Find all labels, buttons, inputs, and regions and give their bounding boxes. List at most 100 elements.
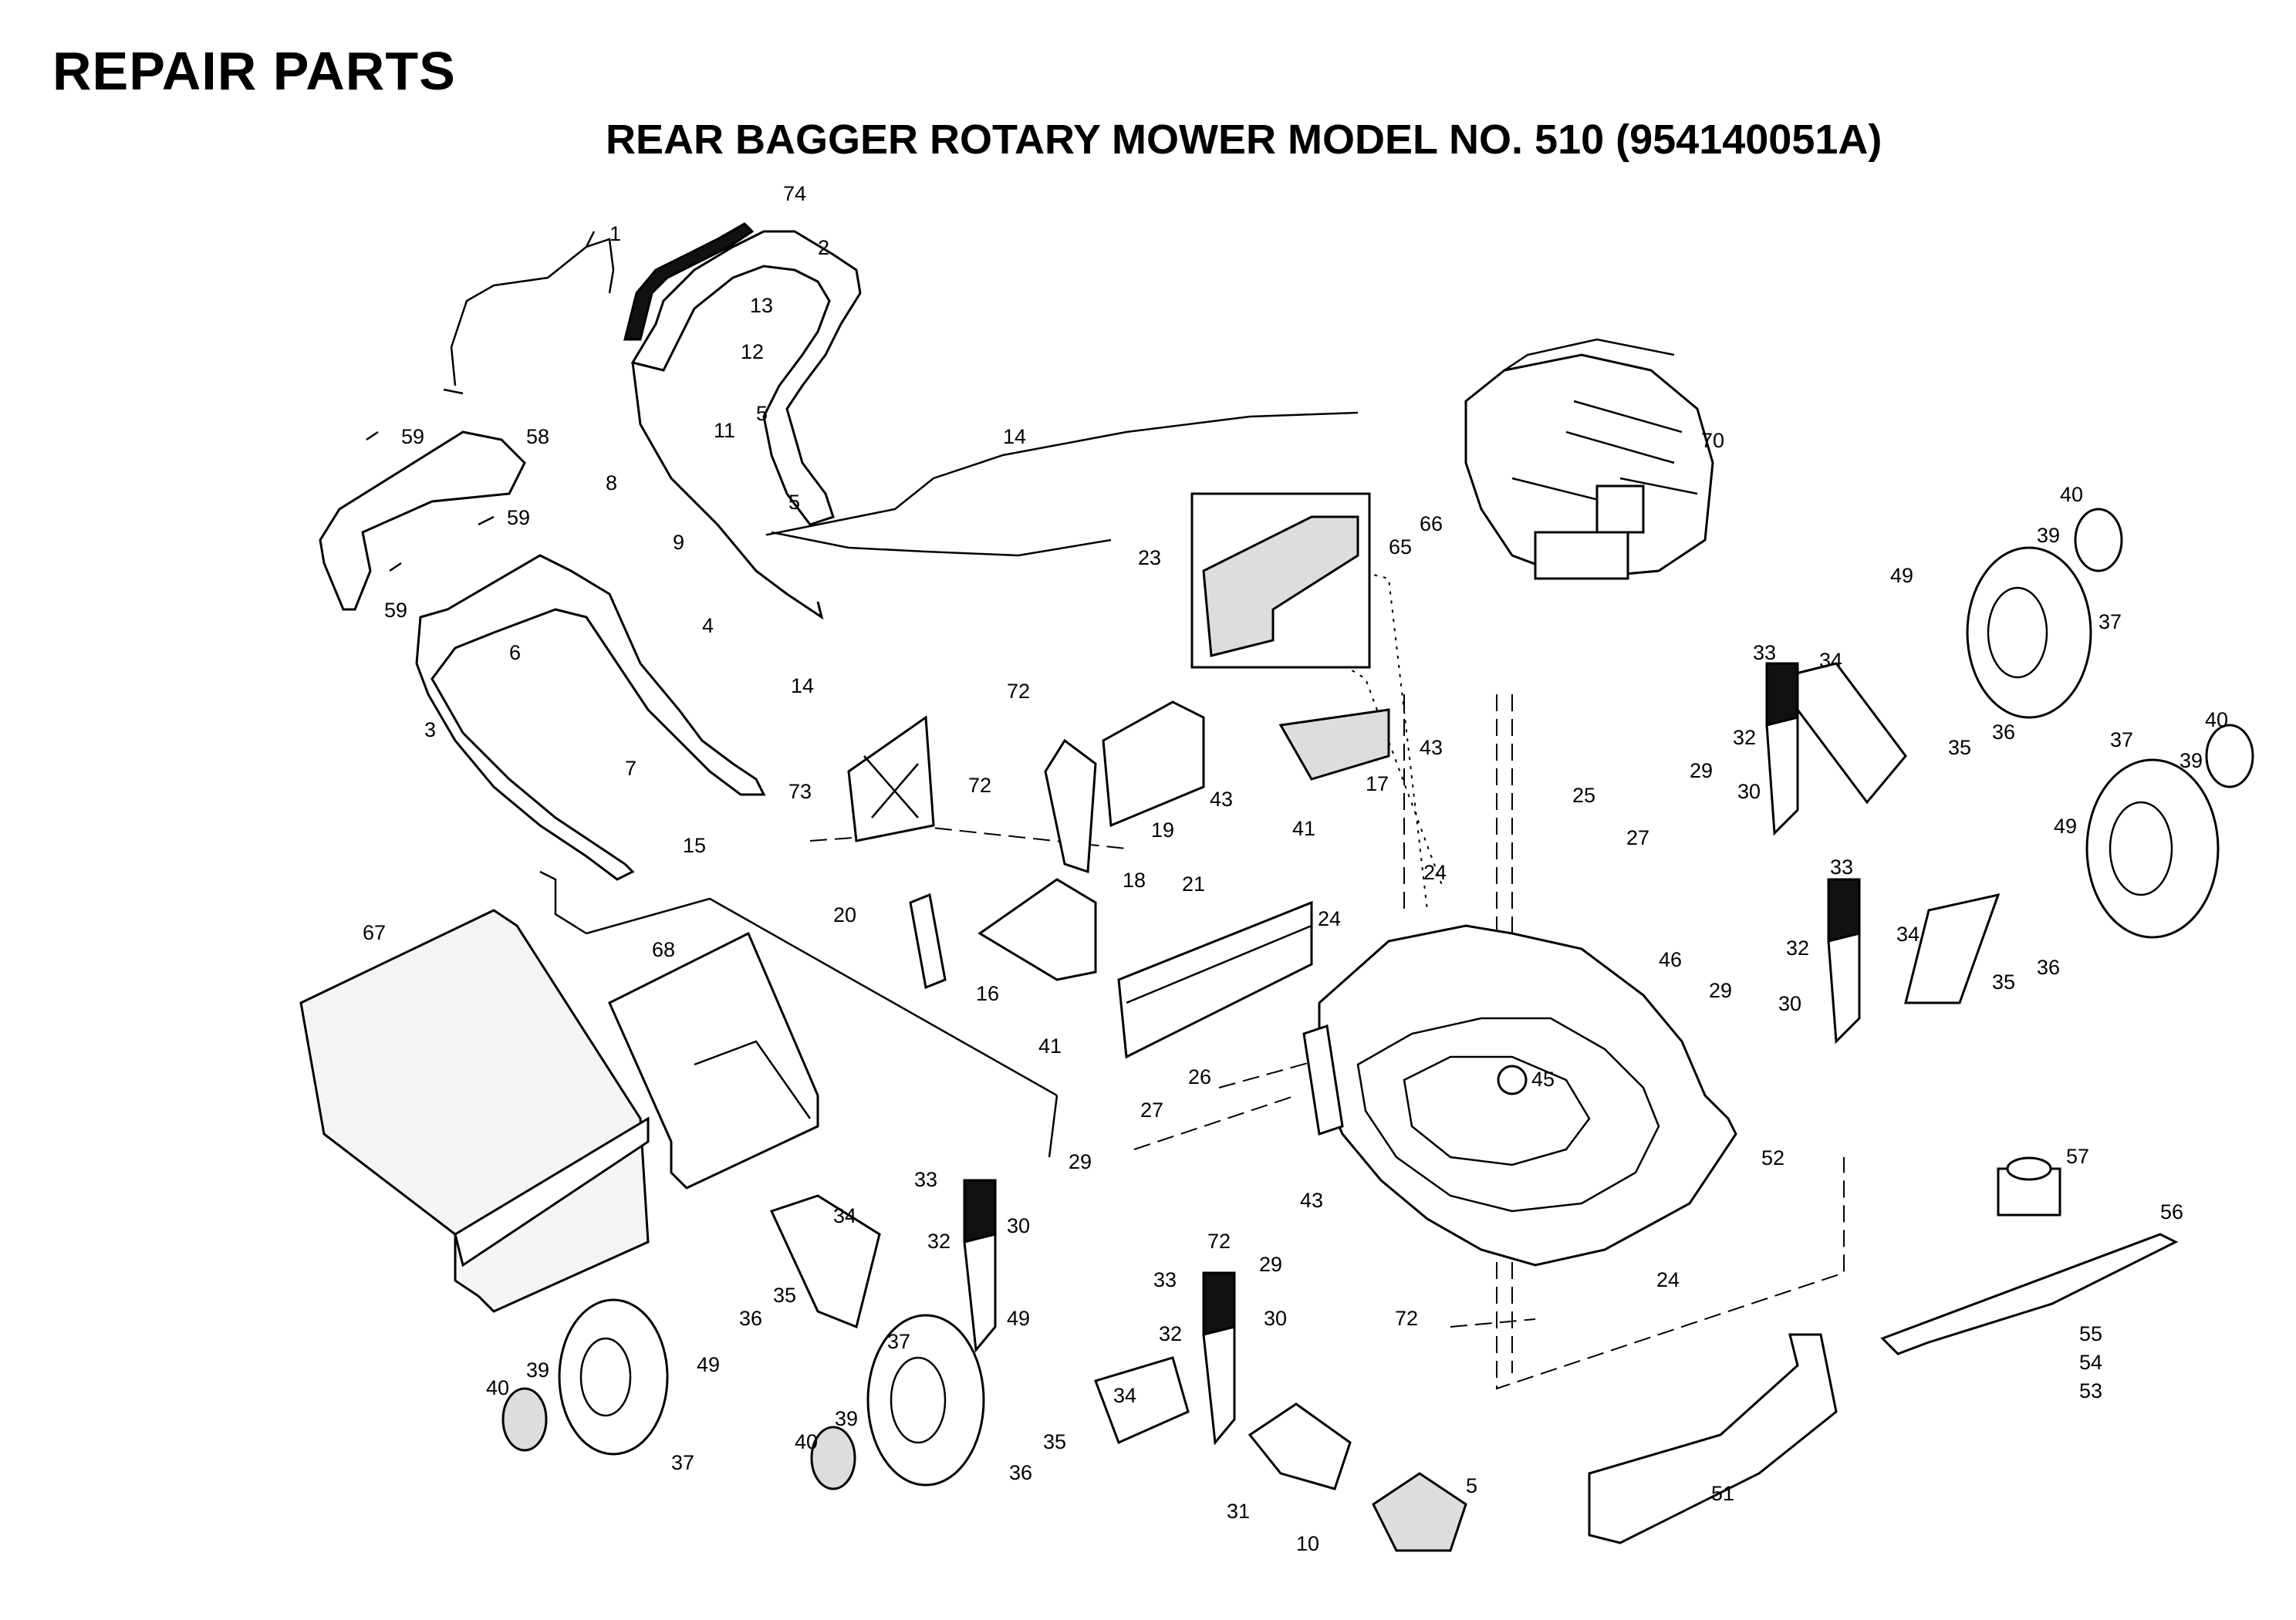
callout-7: 7 bbox=[625, 757, 636, 780]
callout-53: 53 bbox=[2079, 1379, 2102, 1402]
callout-54: 54 bbox=[2079, 1351, 2102, 1374]
callout-31: 31 bbox=[1227, 1500, 1250, 1523]
callout-41b: 41 bbox=[1038, 1034, 1062, 1058]
callout-23: 23 bbox=[1138, 546, 1161, 569]
callout-10: 10 bbox=[1296, 1532, 1319, 1555]
callout-25: 25 bbox=[1572, 784, 1595, 807]
callout-66: 66 bbox=[1420, 512, 1443, 535]
mower-deck bbox=[1302, 924, 1737, 1267]
callout-labels: 1 74 2 13 12 11 5 14 58 59 59 8 9 5 59 6… bbox=[363, 182, 2228, 1555]
callout-18: 18 bbox=[1123, 869, 1146, 892]
callout-11: 11 bbox=[714, 419, 735, 442]
callout-72b: 72 bbox=[968, 774, 991, 797]
callout-59c: 59 bbox=[384, 599, 407, 622]
callout-33c: 33 bbox=[914, 1168, 937, 1191]
wheel-37-mid bbox=[866, 1314, 985, 1487]
callout-68: 68 bbox=[652, 938, 675, 961]
callout-14a: 14 bbox=[1003, 425, 1026, 448]
callout-3: 3 bbox=[424, 718, 436, 741]
callout-30b: 30 bbox=[1778, 992, 1801, 1015]
callout-35a: 35 bbox=[1948, 736, 1971, 759]
callout-43a: 43 bbox=[1210, 788, 1233, 811]
callout-65: 65 bbox=[1389, 535, 1412, 559]
callout-29d: 29 bbox=[1259, 1253, 1282, 1276]
rear-skirt-group bbox=[1588, 1333, 1838, 1544]
page-subtitle: REAR BAGGER ROTARY MOWER MODEL NO. 510 (… bbox=[606, 116, 1882, 163]
callout-32d: 32 bbox=[1159, 1322, 1182, 1345]
callout-67: 67 bbox=[363, 921, 386, 944]
callout-36c: 36 bbox=[739, 1307, 762, 1330]
callout-40a: 40 bbox=[2060, 483, 2083, 506]
callout-5b: 5 bbox=[788, 491, 800, 514]
callout-49c: 49 bbox=[697, 1353, 720, 1376]
callout-40c: 40 bbox=[486, 1376, 509, 1399]
callout-37c: 37 bbox=[671, 1451, 694, 1474]
callout-39d: 39 bbox=[835, 1407, 858, 1430]
callout-37b: 37 bbox=[2110, 728, 2133, 751]
callout-59a: 59 bbox=[401, 425, 424, 448]
callout-36a: 36 bbox=[1992, 721, 2015, 744]
callout-24a: 24 bbox=[1423, 861, 1447, 884]
callout-12: 12 bbox=[741, 340, 764, 363]
callout-36d: 36 bbox=[1009, 1461, 1032, 1484]
wheel-37-top-right bbox=[1966, 546, 2092, 719]
callout-2: 2 bbox=[818, 236, 829, 259]
callout-40b: 40 bbox=[2205, 708, 2228, 731]
callout-24b: 24 bbox=[1318, 907, 1341, 930]
right-wheel-group bbox=[1772, 508, 2254, 1004]
callout-41a: 41 bbox=[1292, 817, 1315, 840]
callout-32c: 32 bbox=[927, 1230, 950, 1253]
wheel-37-left bbox=[558, 1298, 669, 1456]
callout-14b: 14 bbox=[791, 674, 814, 697]
callout-35d: 35 bbox=[1043, 1430, 1066, 1453]
callout-73: 73 bbox=[788, 780, 812, 803]
bag-handle-group bbox=[319, 430, 766, 881]
callout-39a: 39 bbox=[2037, 524, 2060, 547]
callout-33d: 33 bbox=[1153, 1268, 1177, 1291]
callout-51: 51 bbox=[1711, 1482, 1734, 1505]
callout-17: 17 bbox=[1366, 772, 1389, 795]
callout-15: 15 bbox=[683, 834, 706, 857]
callout-34a: 34 bbox=[1819, 649, 1842, 672]
callout-16: 16 bbox=[976, 982, 999, 1005]
wheel-37-right bbox=[2085, 758, 2220, 939]
page-title: REPAIR PARTS bbox=[52, 41, 456, 101]
callout-74: 74 bbox=[783, 182, 806, 205]
callout-20: 20 bbox=[833, 903, 856, 926]
callout-55: 55 bbox=[2079, 1322, 2102, 1345]
callout-32b: 32 bbox=[1786, 937, 1809, 960]
callout-33a: 33 bbox=[1753, 641, 1776, 664]
callout-6: 6 bbox=[509, 641, 521, 664]
callout-57: 57 bbox=[2066, 1145, 2089, 1168]
grass-bag-group bbox=[299, 909, 819, 1313]
engine-group bbox=[1464, 338, 1714, 580]
callout-46: 46 bbox=[1659, 948, 1682, 971]
callout-30d: 30 bbox=[1264, 1307, 1287, 1330]
callout-35b: 35 bbox=[1992, 970, 2015, 994]
callout-24c: 24 bbox=[1656, 1268, 1680, 1291]
callout-36b: 36 bbox=[2037, 956, 2060, 979]
handle-upper-group bbox=[443, 222, 862, 620]
callout-27b: 27 bbox=[1140, 1099, 1163, 1122]
callout-56: 56 bbox=[2160, 1200, 2183, 1223]
callout-70: 70 bbox=[1701, 429, 1724, 452]
callout-27a: 27 bbox=[1626, 826, 1649, 849]
callout-43b: 43 bbox=[1420, 736, 1443, 759]
covers-group bbox=[1248, 1402, 1467, 1552]
callout-49a: 49 bbox=[1890, 564, 1913, 587]
callout-37a: 37 bbox=[2098, 610, 2122, 633]
callout-9: 9 bbox=[673, 531, 684, 554]
callout-34b: 34 bbox=[1896, 923, 1920, 946]
chute-brackets-group bbox=[847, 700, 1390, 1059]
callout-21: 21 bbox=[1182, 872, 1205, 896]
callout-58: 58 bbox=[526, 425, 549, 448]
callout-5a: 5 bbox=[756, 402, 768, 425]
callout-35c: 35 bbox=[773, 1284, 796, 1307]
callout-4: 4 bbox=[702, 614, 714, 637]
callout-59b: 59 bbox=[507, 506, 530, 529]
callout-72c: 72 bbox=[1207, 1230, 1231, 1253]
callout-49b: 49 bbox=[2054, 815, 2077, 838]
rear-deflector-group bbox=[1190, 492, 1371, 669]
callout-29b: 29 bbox=[1709, 979, 1732, 1002]
